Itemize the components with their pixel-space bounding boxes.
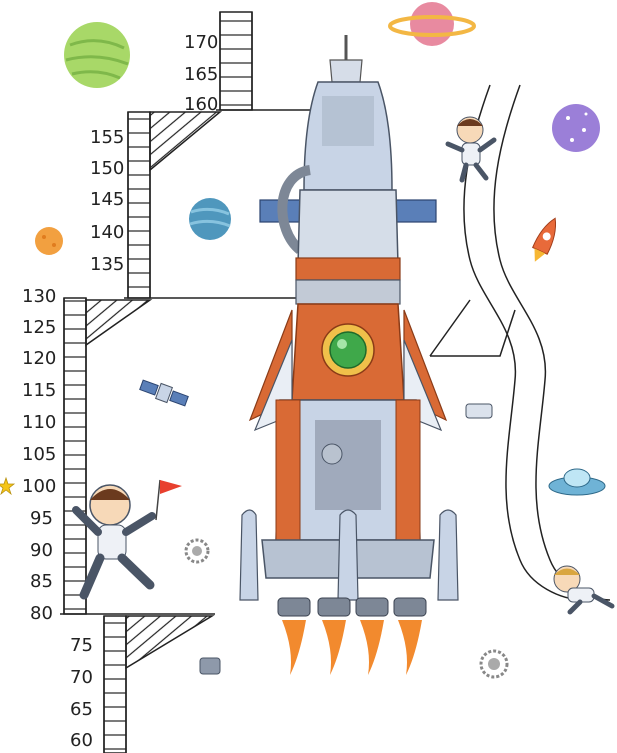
astronaut-icon bbox=[445, 116, 497, 183]
tick-label-120: 120 bbox=[22, 348, 56, 369]
planet-ringed-pink-icon bbox=[388, 2, 476, 46]
tick-label-100: 100 bbox=[22, 476, 56, 497]
tick-label-125: 125 bbox=[22, 317, 56, 338]
satellite-icon bbox=[139, 379, 189, 407]
tick-label-130: 130 bbox=[22, 286, 56, 307]
tick-label-65: 65 bbox=[70, 699, 93, 720]
space-pod-icon bbox=[465, 403, 493, 419]
tick-label-150: 150 bbox=[90, 158, 124, 179]
tick-label-165: 165 bbox=[184, 64, 218, 85]
bolt-icon bbox=[199, 657, 221, 675]
planet-green-icon bbox=[64, 22, 130, 88]
tick-label-95: 95 bbox=[30, 508, 53, 529]
tick-label-110: 110 bbox=[22, 412, 56, 433]
tick-label-85: 85 bbox=[30, 571, 53, 592]
tick-label-115: 115 bbox=[22, 380, 56, 401]
planet-orange-icon bbox=[35, 227, 63, 255]
tick-label-105: 105 bbox=[22, 444, 56, 465]
astronaut-icon bbox=[553, 565, 615, 615]
tick-label-70: 70 bbox=[70, 667, 93, 688]
tick-label-170: 170 bbox=[184, 32, 218, 53]
ufo-icon bbox=[548, 468, 606, 496]
tick-label-60: 60 bbox=[70, 730, 93, 751]
small-rocket-icon bbox=[532, 217, 557, 262]
tick-label-80: 80 bbox=[30, 603, 53, 624]
tick-label-140: 140 bbox=[90, 222, 124, 243]
tick-label-75: 75 bbox=[70, 635, 93, 656]
astronaut-icon bbox=[72, 484, 156, 600]
gear-icon bbox=[479, 649, 509, 679]
tick-label-145: 145 bbox=[90, 189, 124, 210]
right-ladder-icon bbox=[429, 84, 611, 601]
tick-label-135: 135 bbox=[90, 254, 124, 275]
planet-purple-icon bbox=[552, 104, 600, 152]
height-scale-ladder bbox=[60, 11, 310, 753]
tick-label-155: 155 bbox=[90, 127, 124, 148]
star-icon bbox=[0, 476, 16, 496]
tick-label-160: 160 bbox=[184, 94, 218, 115]
height-scale-labels: 170 165 160 155 150 145 140 135 130 125 … bbox=[22, 32, 218, 751]
gear-icon bbox=[184, 538, 210, 564]
rocket-icon bbox=[239, 35, 459, 675]
tick-label-90: 90 bbox=[30, 540, 53, 561]
planet-blue-icon bbox=[189, 198, 231, 240]
flag-icon bbox=[155, 479, 182, 521]
